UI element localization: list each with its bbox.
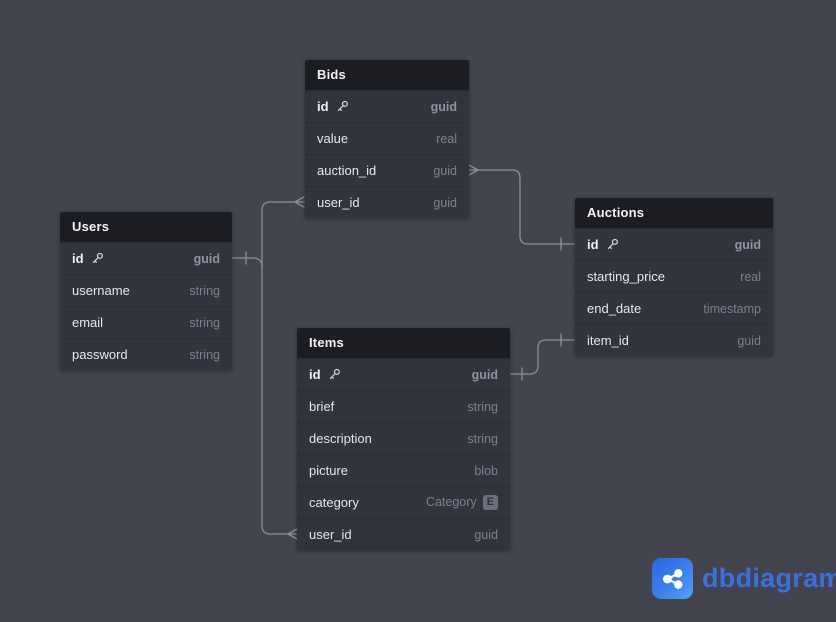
brand-text: dbdiagram.io — [702, 563, 836, 594]
table-title: Items — [309, 335, 344, 350]
table-header-items[interactable]: Items — [297, 328, 510, 358]
key-icon — [92, 252, 103, 264]
table-title: Auctions — [587, 205, 645, 220]
field-type: string — [189, 347, 220, 362]
field-type: guid — [433, 195, 457, 210]
table-header-users[interactable]: Users — [60, 212, 232, 242]
field-type: real — [436, 131, 457, 146]
table-users[interactable]: Users id guid username string email stri… — [60, 212, 232, 370]
table-title: Users — [72, 219, 110, 234]
field-type: guid — [734, 237, 761, 252]
field-row-bids-value[interactable]: value real — [305, 122, 469, 154]
many-marker-items-user-id — [287, 528, 298, 540]
field-name: brief — [309, 399, 335, 414]
field-name: description — [309, 431, 372, 446]
field-type: string — [467, 431, 498, 446]
table-header-auctions[interactable]: Auctions — [575, 198, 773, 228]
many-marker-bids-user-id — [294, 196, 305, 208]
field-row-users-id[interactable]: id guid — [60, 242, 232, 274]
field-name: picture — [309, 463, 349, 478]
field-name: email — [72, 315, 104, 330]
field-name: starting_price — [587, 269, 666, 284]
field-row-users-email[interactable]: email string — [60, 306, 232, 338]
table-bids[interactable]: Bids id guid value real auction_id guid … — [305, 60, 469, 218]
field-type: real — [740, 269, 761, 284]
field-name: value — [317, 131, 349, 146]
key-icon — [329, 368, 340, 380]
field-row-items-id[interactable]: id guid — [297, 358, 510, 390]
field-name: category — [309, 495, 359, 510]
field-row-items-description[interactable]: description string — [297, 422, 510, 454]
field-row-bids-id[interactable]: id guid — [305, 90, 469, 122]
field-row-items-brief[interactable]: brief string — [297, 390, 510, 422]
field-type: string — [189, 283, 220, 298]
field-row-items-picture[interactable]: picture blob — [297, 454, 510, 486]
key-icon — [337, 100, 348, 112]
many-marker-bids-auction-id — [468, 164, 479, 176]
enum-badge: E — [482, 495, 498, 510]
field-row-bids-auction-id[interactable]: auction_id guid — [305, 154, 469, 186]
relationship-line-users-bids-items[interactable] — [261, 201, 305, 535]
field-row-users-username[interactable]: username string — [60, 274, 232, 306]
field-row-auctions-id[interactable]: id guid — [575, 228, 773, 260]
field-row-items-user-id[interactable]: user_id guid — [297, 518, 510, 550]
field-name: user_id — [309, 527, 352, 542]
field-row-auctions-item-id[interactable]: item_id guid — [575, 324, 773, 356]
field-row-bids-user-id[interactable]: user_id guid — [305, 186, 469, 218]
field-name: auction_id — [317, 163, 377, 178]
brand-name: dbdiagram — [702, 563, 836, 593]
table-title: Bids — [317, 67, 346, 82]
field-row-users-password[interactable]: password string — [60, 338, 232, 370]
table-auctions[interactable]: Auctions id guid starting_price real end… — [575, 198, 773, 356]
relationship-line-items-auctions[interactable] — [509, 339, 575, 375]
field-name: user_id — [317, 195, 360, 210]
field-row-auctions-end-date[interactable]: end_date timestamp — [575, 292, 773, 324]
table-header-bids[interactable]: Bids — [305, 60, 469, 90]
relationship-line-users-branch[interactable] — [231, 257, 263, 268]
field-name: password — [72, 347, 128, 362]
field-type: guid — [737, 333, 761, 348]
field-name: id — [309, 367, 321, 382]
share-nodes-icon — [652, 558, 693, 599]
field-type: guid — [471, 367, 498, 382]
field-type: guid — [193, 251, 220, 266]
field-type: timestamp — [703, 301, 761, 316]
field-name: end_date — [587, 301, 642, 316]
field-row-auctions-starting-price[interactable]: starting_price real — [575, 260, 773, 292]
field-type: guid — [474, 527, 498, 542]
dbdiagram-logo[interactable]: dbdiagram.io — [652, 558, 836, 599]
field-type: guid — [433, 163, 457, 178]
table-items[interactable]: Items id guid brief string description s… — [297, 328, 510, 550]
field-type: guid — [430, 99, 457, 114]
field-type: string — [467, 399, 498, 414]
field-type: blob — [474, 463, 498, 478]
relationship-line-bids-auctions[interactable] — [468, 169, 575, 245]
key-icon — [607, 238, 618, 250]
field-name: username — [72, 283, 130, 298]
field-type: string — [189, 315, 220, 330]
field-name: id — [317, 99, 329, 114]
field-name: id — [587, 237, 599, 252]
field-name: id — [72, 251, 84, 266]
field-name: item_id — [587, 333, 629, 348]
